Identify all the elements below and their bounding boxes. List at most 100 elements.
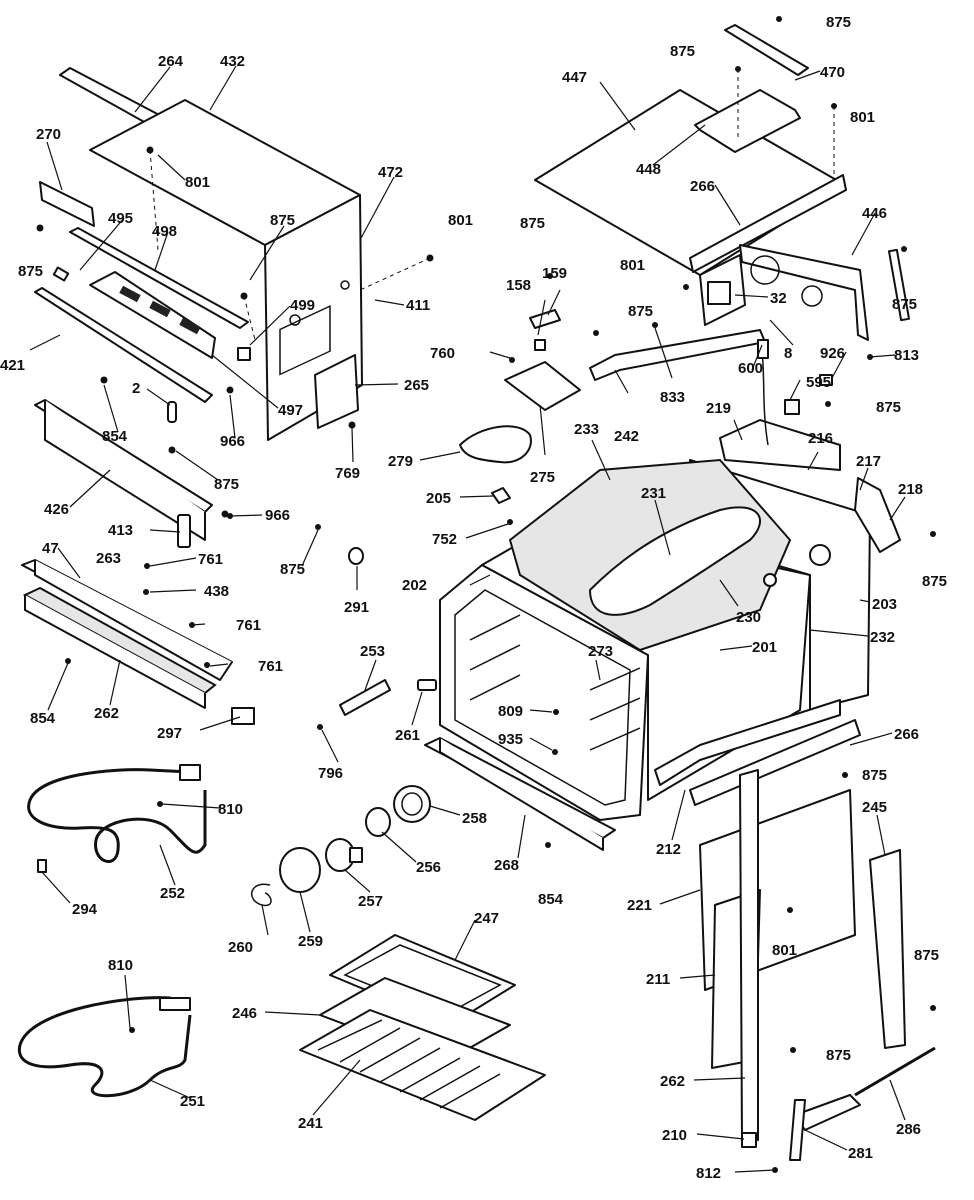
callout-497: 497 bbox=[278, 402, 303, 419]
callout-769: 769 bbox=[335, 465, 360, 482]
callout-761-a: 761 bbox=[198, 551, 223, 568]
callout-447: 470 bbox=[820, 64, 845, 81]
callout-875-i: 875 bbox=[892, 296, 917, 313]
callout-810-a: 810 bbox=[218, 801, 243, 818]
callout-261: 273 bbox=[588, 643, 613, 660]
callout-752: 752 bbox=[432, 531, 457, 548]
callout-202: 202 bbox=[402, 577, 427, 594]
callout-242: 242 bbox=[614, 428, 639, 445]
callout-266-b: 266 bbox=[690, 178, 715, 195]
callout-256: 256 bbox=[416, 859, 441, 876]
broil-pan-and-rack bbox=[299, 934, 546, 1121]
callout-875-j: 875 bbox=[628, 303, 653, 320]
callout-421: 421 bbox=[0, 357, 25, 374]
top-right-assembly bbox=[534, 16, 936, 553]
callout-297: 297 bbox=[157, 725, 182, 742]
callout-495: 495 bbox=[108, 210, 133, 227]
callout-231: 231 bbox=[641, 485, 666, 502]
callout-426: 426 bbox=[44, 501, 69, 518]
callout-411: 411 bbox=[406, 297, 430, 314]
callout-212: 212 bbox=[656, 841, 681, 858]
callout-218: 218 bbox=[898, 481, 923, 498]
callout-266-a: 266 bbox=[894, 726, 919, 743]
callout-32: 32 bbox=[770, 290, 787, 307]
callout-221: 221 bbox=[627, 897, 652, 914]
callout-219: 219 bbox=[706, 400, 731, 417]
callout-875-l: 875 bbox=[520, 215, 545, 232]
callout-264: 264 bbox=[158, 53, 184, 70]
callout-600: 600 bbox=[738, 360, 763, 377]
callout-472: 472 bbox=[378, 164, 403, 181]
callout-8: 8 bbox=[784, 345, 792, 362]
callout-854-c: 854 bbox=[538, 891, 564, 908]
callout-438: 438 bbox=[204, 583, 229, 600]
cabinet-top-assembly bbox=[34, 67, 363, 548]
oven-cavity bbox=[424, 458, 871, 851]
callout-260: 260 bbox=[228, 939, 253, 956]
callout-262-a: 262 bbox=[94, 705, 119, 722]
callout-286: 286 bbox=[896, 1121, 921, 1138]
callout-211: 211 bbox=[646, 971, 670, 988]
callout-205: 205 bbox=[426, 490, 451, 507]
callout-875-b: 875 bbox=[18, 263, 43, 280]
callout-262-b: 262 bbox=[660, 1073, 685, 1090]
callout-210: 210 bbox=[662, 1127, 687, 1144]
callout-294: 294 bbox=[72, 901, 98, 918]
callout-810-b: 810 bbox=[108, 957, 133, 974]
callout-263: 263 bbox=[96, 550, 121, 567]
callout-796: 796 bbox=[318, 765, 343, 782]
front-trim-assembly bbox=[21, 513, 255, 725]
callout-875-n: 875 bbox=[280, 561, 305, 578]
callout-251: 251 bbox=[180, 1093, 205, 1110]
callout-158: 158 bbox=[506, 277, 531, 294]
callout-875-g: 875 bbox=[826, 14, 851, 31]
lower-right-assembly bbox=[689, 719, 936, 1173]
middle-small-parts bbox=[315, 273, 848, 848]
callout-448: 448 bbox=[636, 161, 661, 178]
callout-854-a: 854 bbox=[102, 428, 128, 445]
callout-801-a: 801 bbox=[185, 174, 210, 191]
callout-809: 809 bbox=[498, 703, 523, 720]
callout-291: 261 bbox=[395, 727, 420, 744]
callout-966-a: 966 bbox=[220, 433, 245, 450]
callout-245: 245 bbox=[862, 799, 887, 816]
callout-281: 281 bbox=[848, 1145, 873, 1162]
callout-labels: 264 432 270 801 472 875 801 495 498 875 … bbox=[0, 14, 947, 1182]
callout-875-k: 875 bbox=[876, 399, 901, 416]
callout-875-a: 875 bbox=[270, 212, 295, 229]
callout-270: 270 bbox=[36, 126, 61, 143]
callout-595: 595 bbox=[806, 374, 831, 391]
callout-875-c: 875 bbox=[214, 476, 239, 493]
callout-966-b: 966 bbox=[265, 507, 290, 524]
callout-47: 47 bbox=[42, 540, 59, 557]
bake-element bbox=[17, 996, 192, 1098]
callout-498: 498 bbox=[152, 223, 177, 240]
callout-801-c: 801 bbox=[772, 942, 797, 959]
callout-279: 279 bbox=[388, 453, 413, 470]
callout-833: 833 bbox=[660, 389, 685, 406]
callout-232: 232 bbox=[870, 629, 895, 646]
callout-275: 275 bbox=[530, 469, 555, 486]
callout-268: 268 bbox=[494, 857, 519, 874]
lamp-assembly bbox=[251, 785, 431, 907]
callout-247: 247 bbox=[474, 910, 499, 927]
callout-760: 760 bbox=[430, 345, 455, 362]
callout-203: 203 bbox=[872, 596, 897, 613]
callout-446: 446 bbox=[862, 205, 887, 222]
callout-926: 926 bbox=[820, 345, 845, 362]
callout-813: 813 bbox=[894, 347, 919, 364]
callout-432: 432 bbox=[220, 53, 245, 70]
callout-801-b: 801 bbox=[448, 212, 473, 229]
callout-246: 246 bbox=[232, 1005, 257, 1022]
callout-801-d: 801 bbox=[850, 109, 875, 126]
callout-216: 216 bbox=[808, 430, 833, 447]
callout-252: 252 bbox=[160, 885, 185, 902]
callout-265: 265 bbox=[404, 377, 429, 394]
callout-230: 230 bbox=[736, 609, 761, 626]
callout-413: 413 bbox=[108, 522, 133, 539]
callout-875-m: 875 bbox=[922, 573, 947, 590]
callout-201: 201 bbox=[752, 639, 777, 656]
callout-2: 2 bbox=[132, 380, 140, 397]
callout-273: 291 bbox=[344, 599, 369, 616]
